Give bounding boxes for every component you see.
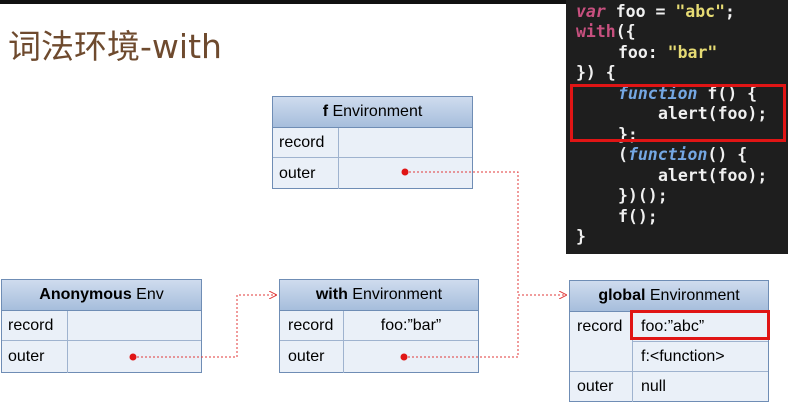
code-string: "abc": [675, 2, 726, 21]
anon-outer-arrow: [133, 295, 276, 358]
code-line-12: }: [576, 227, 586, 246]
env-name: global: [598, 287, 646, 304]
code-text: foo:: [618, 43, 668, 62]
env-suffix: Env: [131, 286, 164, 303]
code-text: foo =: [605, 2, 676, 21]
outer-label: outer: [2, 341, 68, 373]
anonymous-env-box: Anonymous Env record outer: [1, 279, 202, 373]
code-line-5: function f() {: [618, 84, 757, 105]
outer-label: outer: [273, 158, 339, 189]
page-title: 词法环境-with: [8, 27, 222, 66]
code-panel: var foo = "abc"; with({ foo: "bar" }) { …: [566, 0, 788, 254]
code-line-9: alert(foo);: [658, 166, 768, 185]
code-text: () {: [707, 145, 748, 164]
outer-label: outer: [570, 372, 633, 402]
code-text: ;: [725, 2, 735, 21]
env-header: with Environment: [280, 280, 478, 311]
code-line-1: var foo = "abc";: [576, 2, 735, 23]
env-header: global Environment: [570, 281, 768, 312]
env-suffix: Environment: [328, 103, 423, 120]
outer-value: null: [641, 378, 666, 395]
code-line-2: with({: [576, 22, 636, 43]
code-line-11: f();: [618, 207, 658, 226]
code-text: ({: [615, 22, 636, 41]
env-name: with: [315, 286, 348, 303]
code-keyword: with: [576, 22, 616, 41]
env-header: Anonymous Env: [2, 280, 201, 311]
f-outer-arrow: [405, 171, 566, 295]
code-line-8: (function() {: [618, 145, 747, 166]
env-suffix: Environment: [645, 287, 740, 304]
code-text: f() {: [697, 84, 758, 103]
highlight-box-foo-abc: [630, 310, 770, 340]
with-outer-dot: [400, 353, 408, 361]
with-outer-arrow: [404, 295, 519, 358]
code-line-10: })();: [618, 186, 668, 205]
global-environment-box: global Environment record foo:”abc” f:<f…: [569, 280, 769, 402]
env-suffix: Environment: [347, 286, 443, 303]
env-name: Anonymous: [39, 286, 132, 303]
top-border: [0, 0, 788, 4]
code-line-3: foo: "bar": [618, 43, 717, 64]
record-label: record: [273, 128, 339, 158]
code-string: "bar": [667, 43, 718, 62]
code-line-4: }) {: [576, 63, 616, 82]
anon-outer-dot: [129, 353, 137, 361]
record-value: [68, 311, 201, 341]
env-header: f Environment: [273, 97, 472, 128]
record-value: [339, 128, 472, 158]
code-line-6: alert(foo);: [658, 104, 768, 123]
code-text: (: [618, 145, 628, 164]
record-label: record: [570, 312, 633, 372]
f-outer-dot: [401, 168, 409, 176]
env-name: f: [322, 103, 329, 120]
f-environment-box: f Environment record outer: [272, 96, 473, 189]
code-keyword: function: [627, 145, 708, 164]
record-label: record: [2, 311, 68, 341]
code-keyword: function: [618, 84, 698, 103]
record-value-foo: foo:”abc”: [633, 312, 768, 342]
record-value: foo:”bar”: [344, 311, 478, 341]
record-value-f: f:<function>: [633, 342, 768, 372]
code-highlight-box: [570, 84, 786, 142]
outer-label: outer: [280, 341, 344, 373]
record-label: record: [280, 311, 344, 341]
code-keyword: var: [576, 2, 606, 21]
